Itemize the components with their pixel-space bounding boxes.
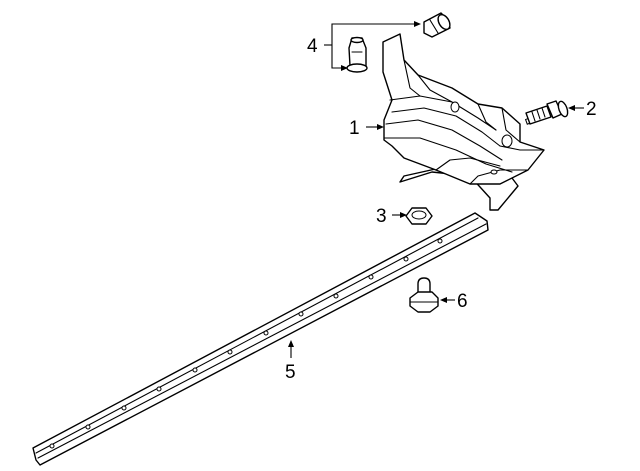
callout-5: 5: [285, 362, 296, 383]
callout-1: 1: [349, 118, 360, 139]
strip-holes: [49, 238, 443, 449]
bolt-part-2: [525, 100, 569, 125]
nut-part-3: [405, 207, 433, 225]
push-pin-part-4-lower: [346, 36, 368, 73]
callout-3: 3: [376, 206, 387, 227]
clip-part-6: [409, 277, 439, 313]
leader-lines: [288, 21, 584, 358]
bracket-part-1: [382, 33, 545, 211]
callout-6: 6: [457, 291, 468, 312]
callout-2: 2: [586, 99, 597, 120]
callout-4: 4: [307, 36, 318, 57]
sill-strip-part-5: [32, 212, 489, 466]
push-pin-part-4-upper: [423, 12, 451, 38]
